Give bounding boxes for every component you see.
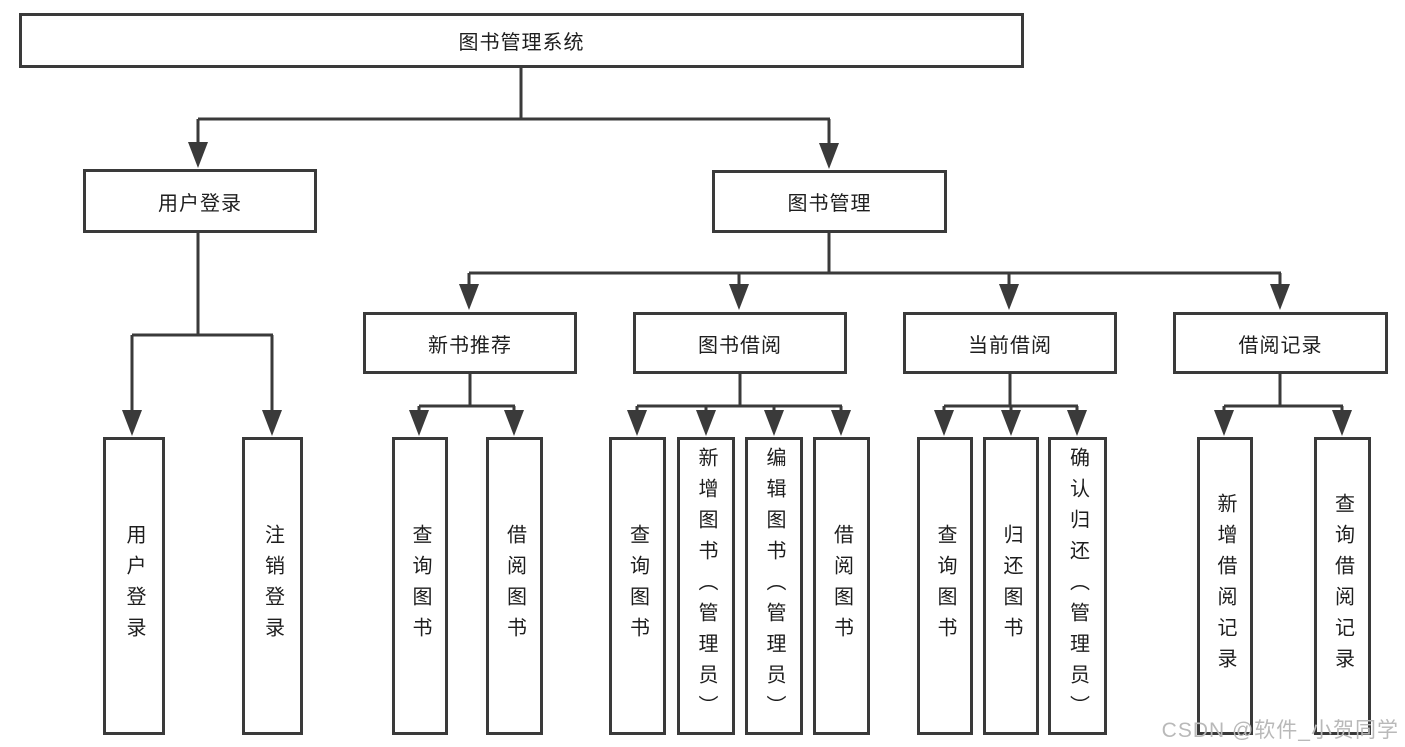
edge-recommend-children [409, 374, 524, 436]
edge-current-children [934, 374, 1087, 436]
leaf-query-borrow-record-label: 查询借阅记录 [1331, 493, 1354, 679]
leaf-borrow-query-books-label: 查询图书 [626, 524, 649, 648]
leaf-logout-label: 注销登录 [261, 524, 284, 648]
node-book-borrow: 图书借阅 [633, 312, 847, 374]
leaf-return-books: 归还图书 [983, 437, 1039, 735]
node-borrow-records: 借阅记录 [1173, 312, 1388, 374]
edge-mgmt-children [459, 233, 1290, 310]
csdn-watermark: CSDN @软件_小贺同学 [1161, 719, 1399, 742]
leaf-edit-books-admin: 编辑图书（管理员） [745, 437, 803, 735]
leaf-logout: 注销登录 [242, 437, 303, 735]
leaf-confirm-return-admin-label: 确认归还（管理员） [1066, 446, 1089, 726]
node-user-login: 用户登录 [83, 169, 317, 233]
leaf-borrow-books: 借阅图书 [813, 437, 870, 735]
edge-root-to-level2 [188, 68, 839, 169]
leaf-return-books-label: 归还图书 [1000, 524, 1022, 648]
leaf-recommend-borrow-books: 借阅图书 [486, 437, 543, 735]
leaf-confirm-return-admin: 确认归还（管理员） [1048, 437, 1107, 735]
node-root: 图书管理系统 [19, 13, 1024, 68]
leaf-user-login: 用户登录 [103, 437, 165, 735]
leaf-query-borrow-record: 查询借阅记录 [1314, 437, 1371, 735]
leaf-current-query-books-label: 查询图书 [934, 524, 956, 648]
leaf-edit-books-admin-label: 编辑图书（管理员） [763, 446, 785, 726]
leaf-add-borrow-record: 新增借阅记录 [1197, 437, 1253, 735]
node-current-borrow: 当前借阅 [903, 312, 1117, 374]
node-book-management: 图书管理 [712, 170, 947, 233]
leaf-user-login-label: 用户登录 [123, 524, 145, 648]
leaf-add-borrow-record-label: 新增借阅记录 [1214, 493, 1236, 679]
leaf-add-books-admin-label: 新增图书（管理员） [695, 446, 717, 726]
leaf-recommend-borrow-books-label: 借阅图书 [503, 524, 526, 648]
edge-login-children [122, 233, 282, 436]
leaf-recommend-query-books: 查询图书 [392, 437, 448, 735]
node-new-book-recommend: 新书推荐 [363, 312, 577, 374]
edge-records-children [1214, 374, 1352, 436]
leaf-current-query-books: 查询图书 [917, 437, 973, 735]
leaf-recommend-query-books-label: 查询图书 [409, 524, 431, 648]
leaf-borrow-books-label: 借阅图书 [830, 524, 853, 648]
edge-borrow-children [627, 374, 851, 436]
leaf-add-books-admin: 新增图书（管理员） [677, 437, 735, 735]
leaf-borrow-query-books: 查询图书 [609, 437, 666, 735]
